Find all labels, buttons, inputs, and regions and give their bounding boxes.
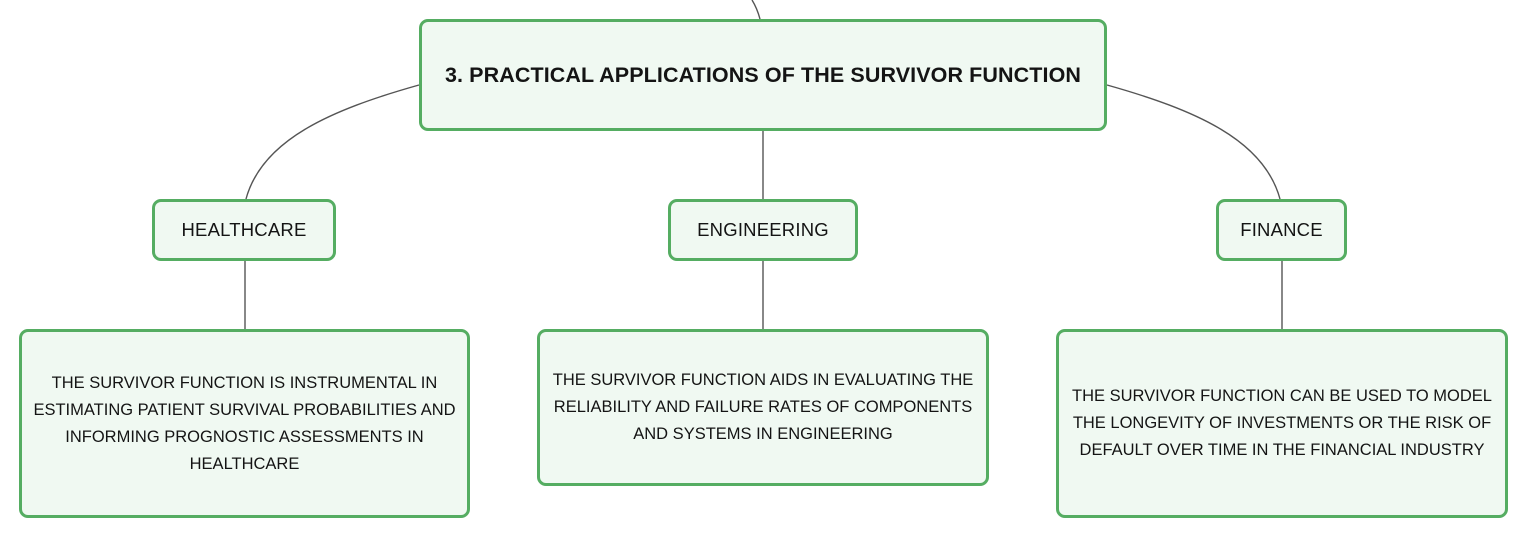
category-node-finance[interactable]: FINANCE [1216,199,1347,261]
category-label-finance: FINANCE [1240,219,1323,240]
root-node-label: 3. PRACTICAL APPLICATIONS OF THE SURVIVO… [444,62,1082,87]
detail-text-finance: THE SURVIVOR FUNCTION CAN BE USED TO MOD… [1072,387,1492,459]
root-node[interactable]: 3. PRACTICAL APPLICATIONS OF THE SURVIVO… [419,19,1107,131]
connector-parent-to-root [751,0,761,20]
category-node-engineering[interactable]: ENGINEERING [668,199,858,261]
category-label-engineering: ENGINEERING [697,219,829,240]
detail-node-engineering[interactable]: THE SURVIVOR FUNCTION AIDS IN EVALUATING… [537,329,989,486]
detail-node-healthcare[interactable]: THE SURVIVOR FUNCTION IS INSTRUMENTAL IN… [19,329,470,518]
detail-node-finance[interactable]: THE SURVIVOR FUNCTION CAN BE USED TO MOD… [1056,329,1508,518]
connector-root-to-healthcare [245,84,420,200]
category-label-healthcare: HEALTHCARE [181,219,307,240]
detail-text-healthcare: THE SURVIVOR FUNCTION IS INSTRUMENTAL IN… [33,373,456,473]
detail-text-engineering: THE SURVIVOR FUNCTION AIDS IN EVALUATING… [552,371,974,443]
category-node-healthcare[interactable]: HEALTHCARE [152,199,336,261]
connector-root-to-finance [1106,84,1281,200]
